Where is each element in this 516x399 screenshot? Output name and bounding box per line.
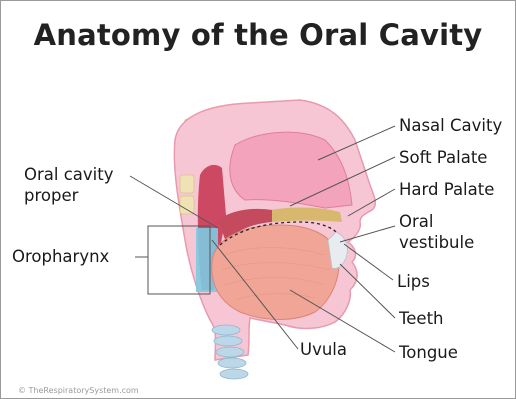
label-oral-cavity-proper-line2: proper xyxy=(24,186,78,206)
label-lips: Lips xyxy=(397,272,430,292)
watermark: © TheRespiratorySystem.com xyxy=(18,386,139,395)
label-oral-cavity-proper-line1: Oral cavity xyxy=(24,165,113,185)
label-oral-vestibule-line1: Oral xyxy=(399,212,433,232)
label-teeth: Teeth xyxy=(399,309,444,329)
label-nasal-cavity: Nasal Cavity xyxy=(399,116,502,136)
label-hard-palate: Hard Palate xyxy=(399,180,494,200)
label-oropharynx: Oropharynx xyxy=(12,247,109,267)
label-uvula: Uvula xyxy=(300,340,347,360)
label-soft-palate: Soft Palate xyxy=(399,148,487,168)
label-tongue: Tongue xyxy=(399,343,458,363)
tongue-shape xyxy=(212,225,339,320)
label-oral-vestibule-line2: vestibule xyxy=(399,233,474,253)
